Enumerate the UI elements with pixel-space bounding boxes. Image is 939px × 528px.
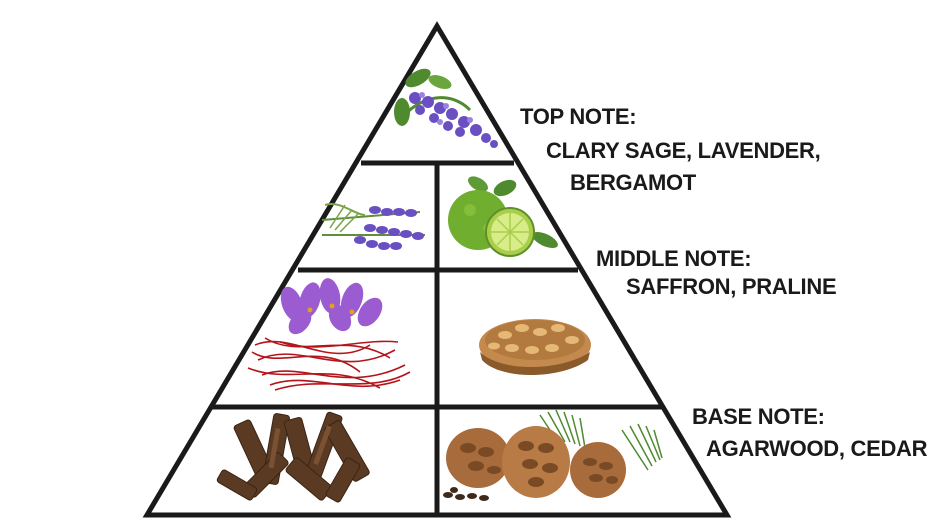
praline-icon xyxy=(479,319,591,375)
top-note-heading: TOP NOTE: xyxy=(520,104,637,129)
pinecone-icon xyxy=(443,409,663,501)
saffron-icon xyxy=(247,278,411,391)
middle-note-line1: SAFFRON, PRALINE xyxy=(626,274,837,299)
clary-sage-icon xyxy=(394,68,498,148)
pyramid-tiers xyxy=(212,160,663,515)
base-note-line1: AGARWOOD, CEDAR xyxy=(706,436,928,461)
base-note-heading: BASE NOTE: xyxy=(692,404,825,429)
top-note-line1: CLARY SAGE, LAVENDER, xyxy=(546,138,821,163)
bergamot-icon xyxy=(448,176,558,257)
top-note-line2: BERGAMOT xyxy=(570,170,696,195)
middle-note-heading: MIDDLE NOTE: xyxy=(596,246,752,271)
lavender-icon xyxy=(321,202,425,250)
agarwood-icon xyxy=(216,411,370,503)
